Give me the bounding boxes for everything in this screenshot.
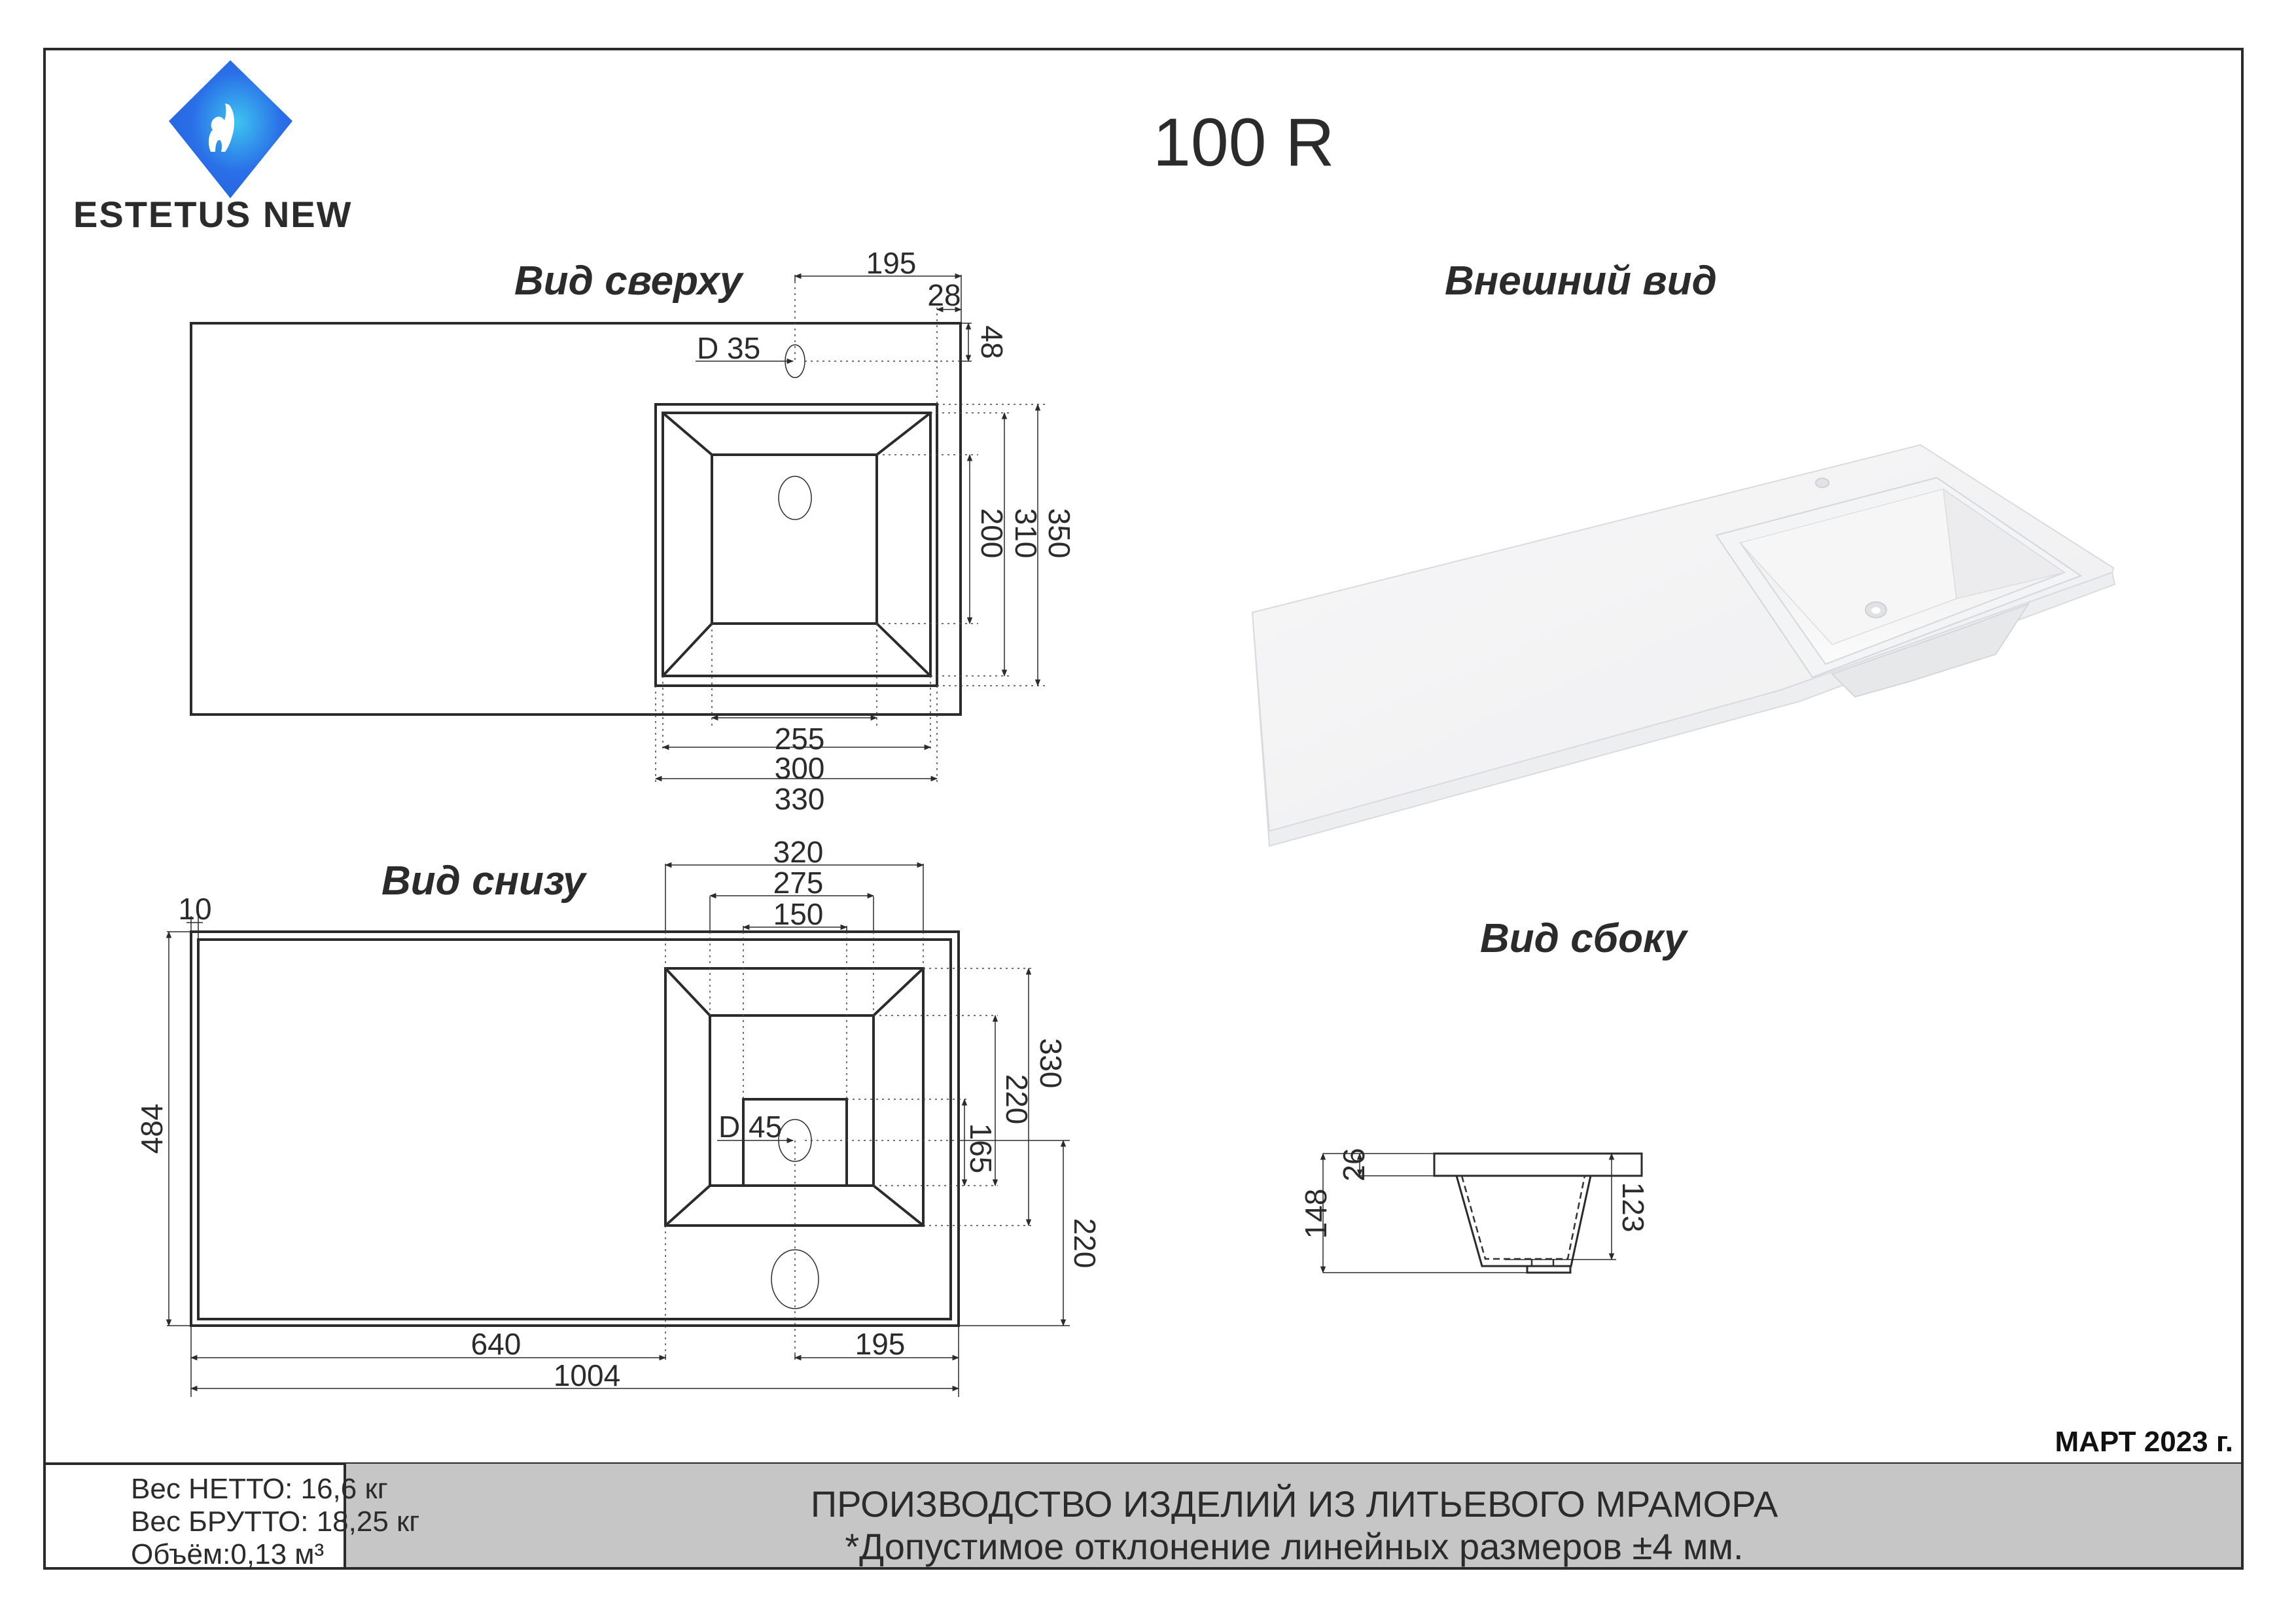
drain-hole-label: D 45 [718,1110,782,1144]
side-view: Вид сбоку 148 26 123 [1299,916,1689,1274]
dim-bowl-mid-width: 300 [775,751,825,785]
sheet-border [43,48,2244,1570]
dim-rim: 10 [178,892,211,926]
exterior-view: Внешний вид [1251,258,2116,847]
dim-bowl-outer-width: 320 [773,835,824,869]
revision-date: МАРТ 2023 г. [2055,1426,2233,1458]
countertop-underside-inner [197,938,952,1320]
bowl-floor [711,453,878,625]
dim-drain-box-width: 150 [773,897,824,931]
render-tap-hole-icon [1815,478,1829,488]
dim-bowl-outer-depth: 330 [1034,1038,1068,1089]
dim-total-depth: 484 [135,1104,169,1154]
dim-bowl-inner-depth: 200 [975,508,1009,559]
brand-name: ESTETUS NEW [73,194,352,235]
countertop-underside-outer [190,930,960,1327]
side-view-heading: Вид сбоку [1480,916,1689,961]
model-title: 100 R [1153,105,1335,181]
drain-fitting-side [1526,1265,1572,1274]
exterior-view-heading: Внешний вид [1445,258,1717,304]
bowl-underside-outer [664,967,925,1227]
tap-hole-underside [771,1249,819,1309]
product-specs: Вес НЕТТО: 16,6 кг Вес БРУТТО: 18,25 кг … [131,1473,419,1570]
dim-bowl-inner-width: 255 [775,722,825,756]
footer-band-title: ПРОИЗВОДСТВО ИЗДЕЛИЙ ИЗ ЛИТЬЕВОГО МРАМОР… [811,1483,1778,1525]
dim-total-height: 148 [1299,1189,1333,1239]
elephant-icon [208,103,235,152]
footer-band-note: *Допустимое отклонение линейных размеров… [845,1526,1743,1567]
dim-right-offset: 195 [855,1327,906,1361]
dim-tap-offset-y: 48 [975,325,1009,359]
drain-hole [778,476,812,520]
spec-net-weight: Вес НЕТТО: 16,6 кг [131,1473,388,1505]
dim-bowl-mid-depth: 310 [1009,508,1043,559]
dim-left-offset: 640 [471,1327,521,1361]
dim-drain-box-depth: 165 [964,1123,998,1174]
dim-total-width: 1004 [554,1358,620,1392]
spec-volume: Объём:0,13 м³ [131,1538,324,1570]
tap-hole-label: D 35 [697,331,760,365]
dim-bowl-inner-depth: 220 [1000,1074,1034,1125]
dim-bowl-edge-offset: 28 [927,278,961,312]
dim-bowl-inner-width: 275 [773,866,824,900]
footer-band [345,1464,2242,1568]
spec-gross-weight: Вес БРУТТО: 18,25 кг [131,1506,419,1538]
bowl-mid-rim [662,412,932,677]
top-view: Вид сверху D 35 1 [190,246,1076,816]
dim-bowl-outer-depth: 350 [1042,508,1076,559]
drain-box [742,1098,848,1187]
brand-logo [169,60,292,198]
dim-top-thickness: 26 [1337,1148,1371,1181]
sink-render [1251,444,2116,847]
bowl-outer-rim [654,403,938,687]
dim-drain-to-edge: 220 [1068,1218,1102,1269]
bottom-view-heading: Вид снизу [381,858,588,904]
dim-bowl-height: 123 [1616,1182,1650,1233]
countertop-outline [190,322,962,716]
dim-bowl-outer-width: 330 [775,782,825,816]
top-view-heading: Вид сверху [514,258,745,304]
bottom-view: Вид снизу D 45 [135,835,1102,1397]
bowl-side-outline [1455,1175,1592,1267]
dim-tap-offset-x: 195 [866,246,917,280]
countertop-side-outline [1433,1152,1643,1177]
